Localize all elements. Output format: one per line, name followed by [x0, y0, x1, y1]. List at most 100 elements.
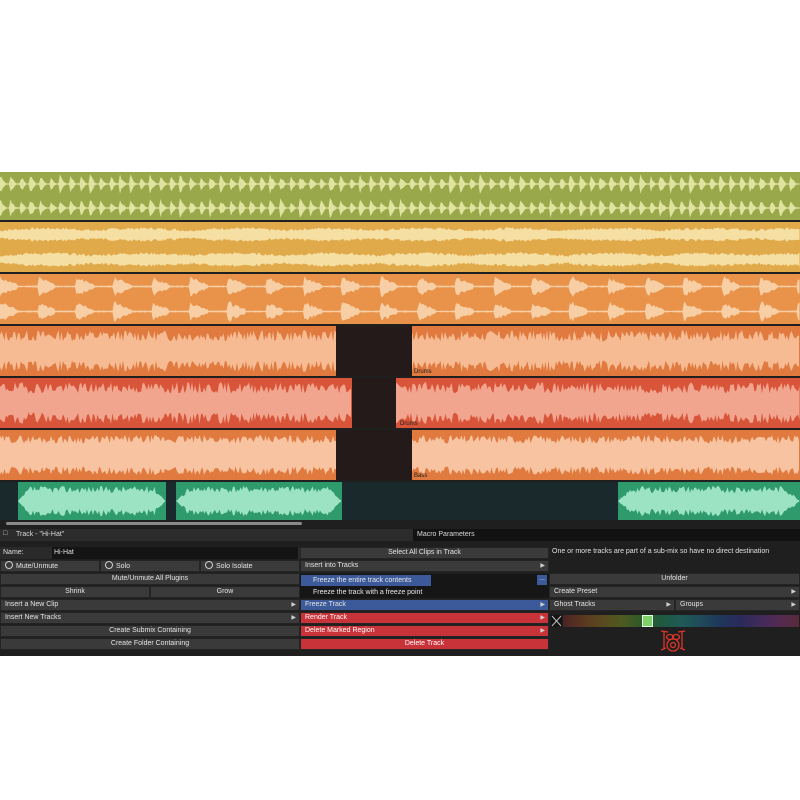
macro-panel-header: Macro Parameters — [413, 529, 800, 541]
insert-clip-button[interactable]: Insert a New Clip▶ — [0, 599, 300, 611]
freeze-track-button[interactable]: Freeze Track▶ — [300, 599, 549, 611]
unfolder-button[interactable]: Unfolder — [549, 573, 800, 585]
solo-toggle[interactable]: Solo — [100, 560, 200, 572]
waveform-shape — [412, 330, 799, 372]
track-lane-6: Bass — [0, 430, 800, 480]
shrink-button[interactable]: Shrink — [0, 586, 150, 598]
audio-clip[interactable] — [0, 378, 352, 428]
track-panel-title: Track - "Hi-Hat" — [16, 531, 65, 538]
clip-label: Drums — [414, 369, 432, 375]
waveform-shape — [0, 330, 336, 372]
grow-button[interactable]: Grow — [150, 586, 300, 598]
freeze-entire-option[interactable]: Freeze the entire track contents — [301, 575, 431, 586]
track-lane-4: Drums — [0, 326, 800, 376]
create-folder-button[interactable]: Create Folder Containing — [0, 638, 300, 650]
waveform-shape — [412, 435, 799, 475]
waveform — [0, 174, 800, 219]
track-lane-7 — [0, 482, 800, 520]
ghost-tracks-button[interactable]: Ghost Tracks▶ — [549, 599, 675, 611]
waveform — [0, 382, 351, 424]
waveform — [396, 382, 800, 424]
empty-region — [352, 378, 396, 428]
chevron-right-icon: ▶ — [791, 589, 796, 595]
waveform-shape — [18, 485, 165, 517]
macro-panel-title: Macro Parameters — [417, 531, 475, 538]
delete-track-button[interactable]: Delete Track — [300, 638, 549, 650]
freeze-point-option[interactable]: Freeze the track with a freeze point — [313, 589, 423, 596]
chevron-right-icon: ▶ — [540, 628, 545, 634]
radio-icon — [105, 561, 113, 569]
track-lane-5: Drums — [0, 378, 800, 428]
no-colour-icon[interactable] — [551, 615, 562, 627]
waveform-shape — [0, 174, 800, 194]
radio-icon — [5, 561, 13, 569]
audio-clip[interactable] — [18, 482, 166, 520]
waveform — [412, 435, 799, 475]
lock-icon[interactable]: □ — [3, 530, 8, 537]
audio-clip[interactable] — [176, 482, 342, 520]
create-submix-button[interactable]: Create Submix Containing — [0, 625, 300, 637]
horizontal-scrollbar[interactable] — [6, 522, 302, 525]
waveform-shape — [0, 276, 800, 297]
waveform — [412, 330, 799, 372]
render-track-button[interactable]: Render Track▶ — [300, 612, 549, 624]
groups-button[interactable]: Groups▶ — [675, 599, 800, 611]
audio-clip[interactable] — [0, 430, 336, 480]
audio-clip[interactable] — [0, 326, 336, 376]
waveform — [18, 485, 165, 517]
empty-region — [336, 430, 412, 480]
track-lane-2 — [0, 222, 800, 272]
track-name-field[interactable]: Hi-Hat — [52, 547, 298, 559]
select-all-clips-button[interactable]: Select All Clips in Track — [300, 547, 549, 559]
drum-kit-icon — [660, 630, 686, 652]
waveform-shape — [0, 197, 800, 219]
chevron-right-icon: ▶ — [666, 602, 671, 608]
insert-into-tracks-button[interactable]: Insert into Tracks▶ — [300, 560, 549, 572]
audio-clip[interactable] — [0, 222, 800, 272]
solo-isolate-toggle[interactable]: Solo Isolate — [200, 560, 300, 572]
audio-clip[interactable] — [618, 482, 800, 520]
selected-colour-swatch[interactable] — [642, 615, 653, 627]
delete-region-button[interactable]: Delete Marked Region▶ — [300, 625, 549, 637]
colour-picker-strip[interactable] — [563, 615, 799, 627]
chevron-right-icon: ▶ — [540, 615, 545, 621]
freeze-submenu: Freeze the entire track contents Freeze … — [300, 574, 549, 598]
waveform — [618, 485, 800, 517]
mute-plugins-button[interactable]: Mute/Unmute All Plugins — [0, 573, 300, 585]
audio-clip-drums[interactable]: Drums — [412, 326, 800, 376]
clip-label: Bass — [414, 473, 428, 479]
waveform-shape — [618, 485, 800, 517]
name-label: Name: — [3, 549, 24, 556]
waveform-shape — [396, 382, 800, 424]
submix-message: One or more tracks are part of a sub-mix… — [552, 548, 770, 555]
chevron-right-icon: ▶ — [540, 563, 545, 569]
audio-clip-bass[interactable]: Bass — [412, 430, 800, 480]
radio-icon — [205, 561, 213, 569]
audio-clip-drums[interactable]: Drums — [396, 378, 800, 428]
daw-window: Drums Drums Bass — [0, 172, 800, 656]
waveform — [0, 435, 336, 475]
insert-tracks-button[interactable]: Insert New Tracks▶ — [0, 612, 300, 624]
waveform-shape — [0, 435, 336, 475]
create-preset-button[interactable]: Create Preset▶ — [549, 586, 800, 598]
audio-clip[interactable] — [0, 274, 800, 324]
waveform-shape — [0, 382, 351, 424]
chevron-right-icon: ▶ — [291, 602, 296, 608]
waveform — [0, 276, 800, 322]
waveform — [176, 485, 341, 517]
chevron-right-icon: ▶ — [291, 615, 296, 621]
mute-toggle[interactable]: Mute/Unmute — [0, 560, 100, 572]
clip-label: Drums — [400, 421, 418, 427]
waveform-shape — [0, 227, 800, 242]
audio-clip[interactable] — [0, 172, 800, 220]
waveform-shape — [0, 252, 800, 267]
waveform — [0, 227, 800, 267]
track-area: Drums Drums Bass — [0, 172, 800, 520]
more-options-button[interactable]: ... — [537, 575, 547, 585]
track-panel-header: □ Track - "Hi-Hat" — [0, 529, 413, 541]
waveform-shape — [176, 485, 341, 517]
track-lane-3 — [0, 274, 800, 324]
waveform — [0, 330, 336, 372]
name-row: Name: Hi-Hat — [0, 547, 300, 559]
empty-region — [336, 326, 412, 376]
